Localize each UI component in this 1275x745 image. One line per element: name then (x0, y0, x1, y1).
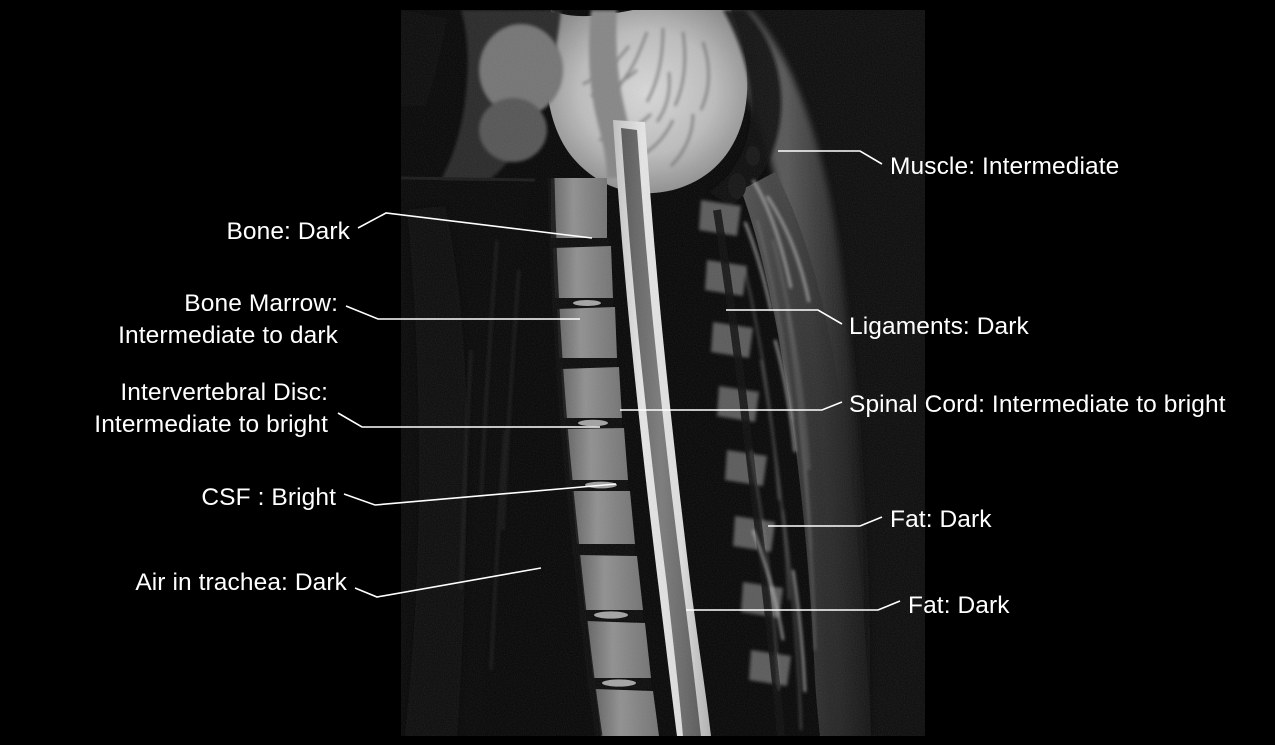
label-bone-marrow: Bone Marrow: Intermediate to dark (0, 288, 338, 352)
label-muscle: Muscle: Intermediate (890, 151, 1119, 183)
label-fat-lower: Fat: Dark (908, 590, 1010, 622)
label-spinal-cord-line-0: Spinal Cord: Intermediate to bright (849, 391, 1226, 418)
label-ligaments: Ligaments: Dark (849, 311, 1029, 343)
label-bone-marrow-line-1: Intermediate to dark (118, 322, 338, 349)
label-air-in-trachea: Air in trachea: Dark (0, 567, 347, 599)
label-intervertebral-disc-line-1: Intermediate to bright (94, 411, 328, 438)
label-air-in-trachea-line-0: Air in trachea: Dark (135, 569, 347, 596)
label-fat-upper-line-0: Fat: Dark (890, 506, 992, 533)
label-intervertebral-disc-line-0: Intervertebral Disc: (120, 379, 328, 406)
label-fat-lower-line-0: Fat: Dark (908, 592, 1010, 619)
label-bone: Bone: Dark (0, 216, 350, 248)
label-fat-upper: Fat: Dark (890, 504, 992, 536)
label-intervertebral-disc: Intervertebral Disc: Intermediate to bri… (0, 377, 328, 441)
label-bone-line-0: Bone: Dark (226, 218, 350, 245)
label-csf: CSF : Bright (0, 482, 336, 514)
label-muscle-line-0: Muscle: Intermediate (890, 153, 1120, 180)
mri-image-render (401, 10, 925, 736)
label-bone-marrow-line-0: Bone Marrow: (184, 290, 338, 317)
label-csf-line-0: CSF : Bright (201, 484, 336, 511)
label-spinal-cord: Spinal Cord: Intermediate to bright (849, 389, 1226, 421)
label-ligaments-line-0: Ligaments: Dark (849, 313, 1029, 340)
sagittal-cervical-spine-mri (401, 10, 925, 736)
